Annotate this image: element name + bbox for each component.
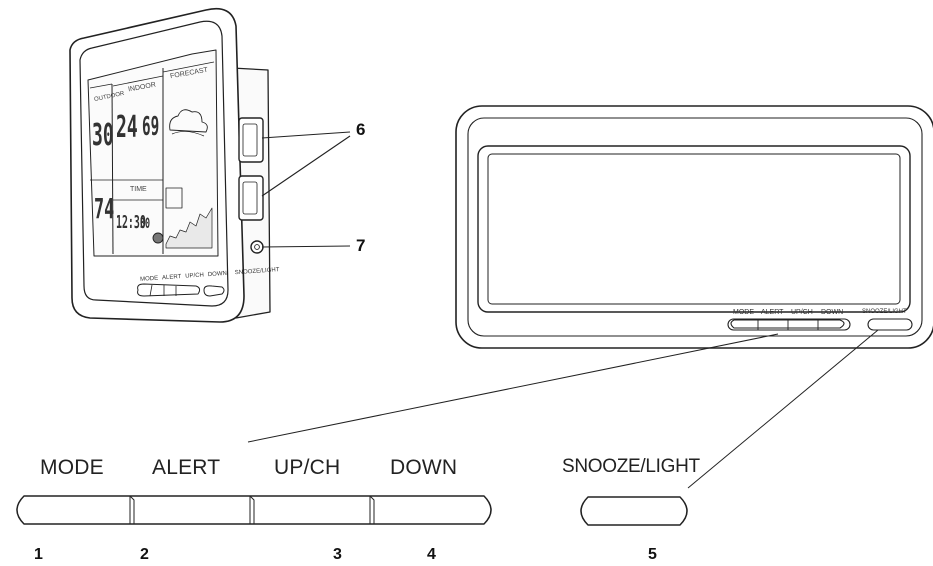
number-3: 3 <box>333 546 342 563</box>
lcd-outdoor-temp: 30 <box>92 118 114 153</box>
detail-label-upch: UP/CH <box>274 456 341 479</box>
lcd-indoor-humidity: 69 <box>142 112 160 142</box>
number-2: 2 <box>140 546 149 563</box>
lcd-time-label: TIME <box>130 186 147 193</box>
detail-buttons <box>16 495 688 526</box>
detail-label-mode: MODE <box>40 456 104 479</box>
lcd-clock: 12:30 <box>116 212 146 233</box>
callout-lines <box>261 131 351 248</box>
front-label-mode: MODE <box>733 309 754 316</box>
number-4: 4 <box>427 546 436 563</box>
lcd-indoor-temp: 24 <box>116 110 138 145</box>
callout-7: 7 <box>356 236 366 255</box>
detail-label-alert: ALERT <box>152 456 221 479</box>
front-label-alert: ALERT <box>761 309 784 316</box>
side-view-device <box>69 7 271 323</box>
front-label-down: DOWN <box>821 309 844 316</box>
lcd-date: 30 <box>140 216 151 232</box>
callout-6: 6 <box>356 120 366 139</box>
front-view-device <box>455 105 933 349</box>
lcd-outdoor-humidity: 74 <box>94 192 115 225</box>
front-label-snooze: SNOOZE/LIGHT <box>862 309 907 315</box>
side-label-mode: MODE <box>139 275 159 283</box>
leader-lines <box>247 329 879 489</box>
number-5: 5 <box>648 546 657 563</box>
front-label-upch: UP/CH <box>791 309 813 316</box>
number-1: 1 <box>34 546 43 563</box>
detail-label-down: DOWN <box>390 456 458 479</box>
detail-label-snooze: SNOOZE/LIGHT <box>562 456 700 477</box>
